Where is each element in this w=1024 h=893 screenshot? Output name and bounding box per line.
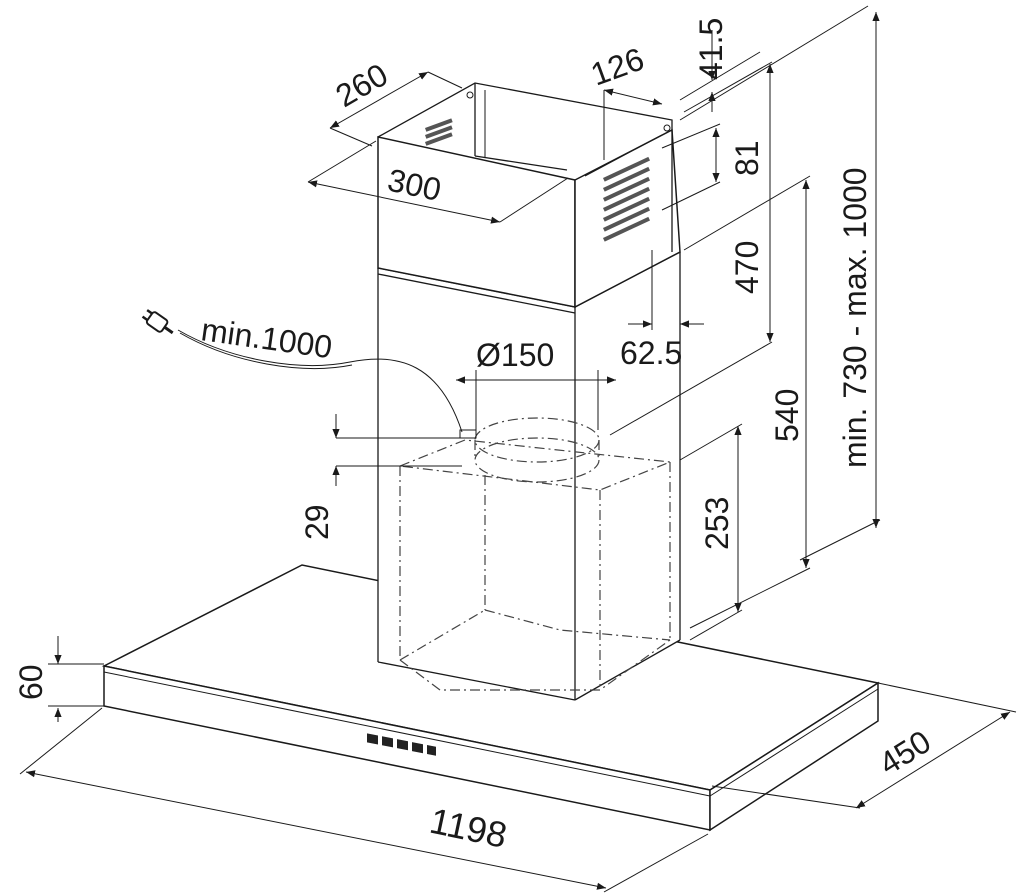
control-buttons bbox=[367, 733, 436, 756]
side-vent bbox=[603, 156, 651, 242]
dim-29: 29 bbox=[299, 504, 335, 540]
dim-1198: 1198 bbox=[426, 800, 510, 856]
dimension-lines bbox=[19, 5, 1017, 893]
dim-41-5: 41.5 bbox=[693, 18, 729, 80]
plug-icon bbox=[141, 309, 174, 335]
dim-cable-length: min.1000 bbox=[199, 311, 334, 365]
dim-60: 60 bbox=[13, 664, 49, 700]
rear-vent bbox=[425, 118, 453, 146]
dim-470: 470 bbox=[729, 241, 765, 294]
dim-duct-diameter: Ø150 bbox=[476, 337, 554, 373]
dim-260: 260 bbox=[330, 56, 394, 114]
dim-253: 253 bbox=[699, 497, 735, 550]
motor-box-hidden bbox=[399, 417, 671, 691]
dim-450: 450 bbox=[873, 723, 937, 782]
dim-81: 81 bbox=[729, 140, 765, 176]
dim-540: 540 bbox=[769, 389, 805, 442]
power-cable bbox=[177, 329, 463, 433]
dim-126: 126 bbox=[586, 40, 648, 92]
dim-730-1000: min. 730 - max. 1000 bbox=[837, 167, 873, 468]
dim-62-5: 62.5 bbox=[620, 335, 682, 371]
